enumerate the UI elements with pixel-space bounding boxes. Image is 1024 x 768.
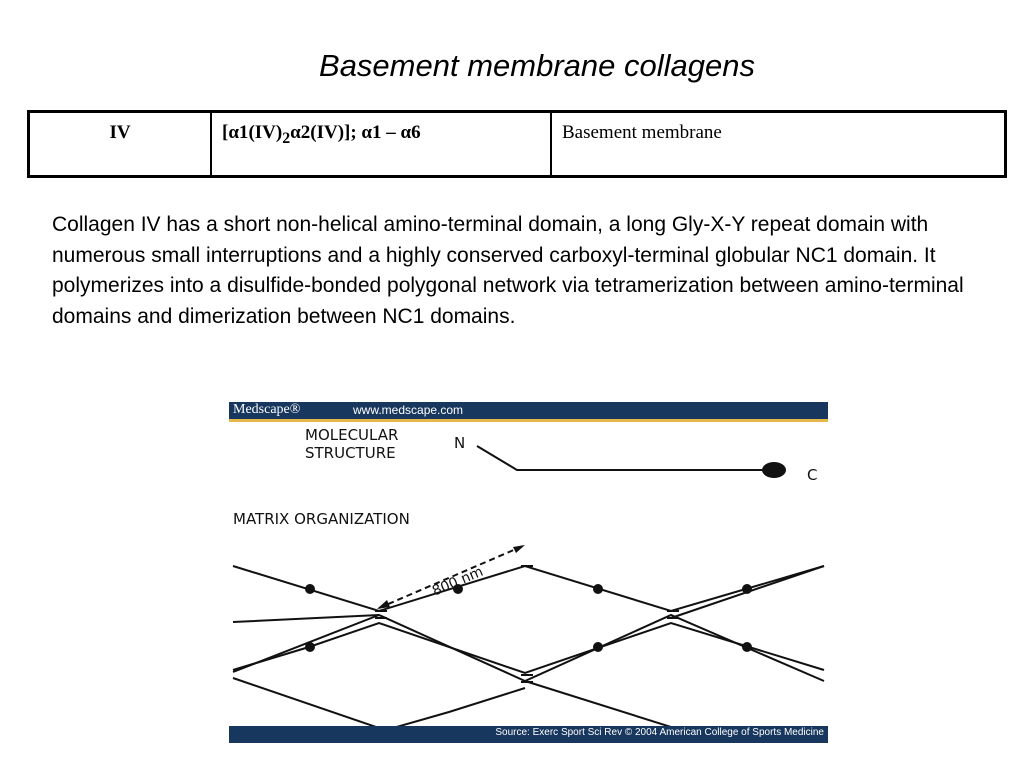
chain-type2: (IV) bbox=[310, 122, 345, 143]
medscape-logo: Medscape® bbox=[233, 402, 301, 417]
n-terminus-label: N bbox=[454, 434, 466, 452]
figure-source: Source: Exerc Sport Sci Rev © 2004 Ameri… bbox=[495, 727, 824, 738]
collagen-network bbox=[232, 564, 825, 726]
nc1-domain-dot bbox=[762, 462, 786, 478]
chain-alpha1: α1 bbox=[228, 122, 249, 143]
molecular-structure-label: MOLECULAR STRUCTURE bbox=[305, 426, 398, 462]
location-cell: Basement membrane bbox=[550, 110, 1007, 178]
nc1-dots bbox=[305, 584, 752, 652]
chain-alpha2: α2 bbox=[290, 122, 311, 143]
matrix-organization-label: MATRIX ORGANIZATION bbox=[233, 510, 410, 528]
table-row: IV [α1(IV)2α2(IV)]; α1 – α6 Basement mem… bbox=[27, 110, 1007, 178]
figure-url: www.medscape.com bbox=[353, 403, 464, 417]
figure-header-rule bbox=[229, 419, 828, 422]
chain-subscript: 2 bbox=[282, 129, 291, 147]
collagen-table: IV [α1(IV)2α2(IV)]; α1 – α6 Basement mem… bbox=[27, 110, 1007, 178]
molecular-label-line1: MOLECULAR bbox=[305, 426, 399, 444]
chain-type1: (IV) bbox=[248, 122, 283, 143]
slide-title: Basement membrane collagens bbox=[319, 48, 755, 83]
distance-arrow: 800 nm bbox=[377, 545, 525, 609]
molecular-label-line2: STRUCTURE bbox=[305, 444, 396, 462]
chain-prefix: [ bbox=[222, 122, 229, 143]
description-paragraph: Collagen IV has a short non-helical amin… bbox=[52, 213, 964, 328]
collagen-diagram: 800 nm bbox=[232, 445, 825, 726]
collagen-network-figure: Medscape® www.medscape.com MOLECULAR STR… bbox=[229, 402, 828, 743]
molecule-line bbox=[476, 445, 767, 471]
chain-composition-cell: [α1(IV)2α2(IV)]; α1 – α6 bbox=[210, 110, 552, 178]
figure-footer-bar: Source: Exerc Sport Sci Rev © 2004 Ameri… bbox=[229, 726, 828, 743]
c-terminus-label: C bbox=[807, 466, 818, 484]
figure-header-bar: Medscape® www.medscape.com bbox=[229, 402, 828, 419]
collagen-type-cell: IV bbox=[27, 110, 212, 178]
chain-suffix: ]; α1 – α6 bbox=[344, 122, 421, 143]
